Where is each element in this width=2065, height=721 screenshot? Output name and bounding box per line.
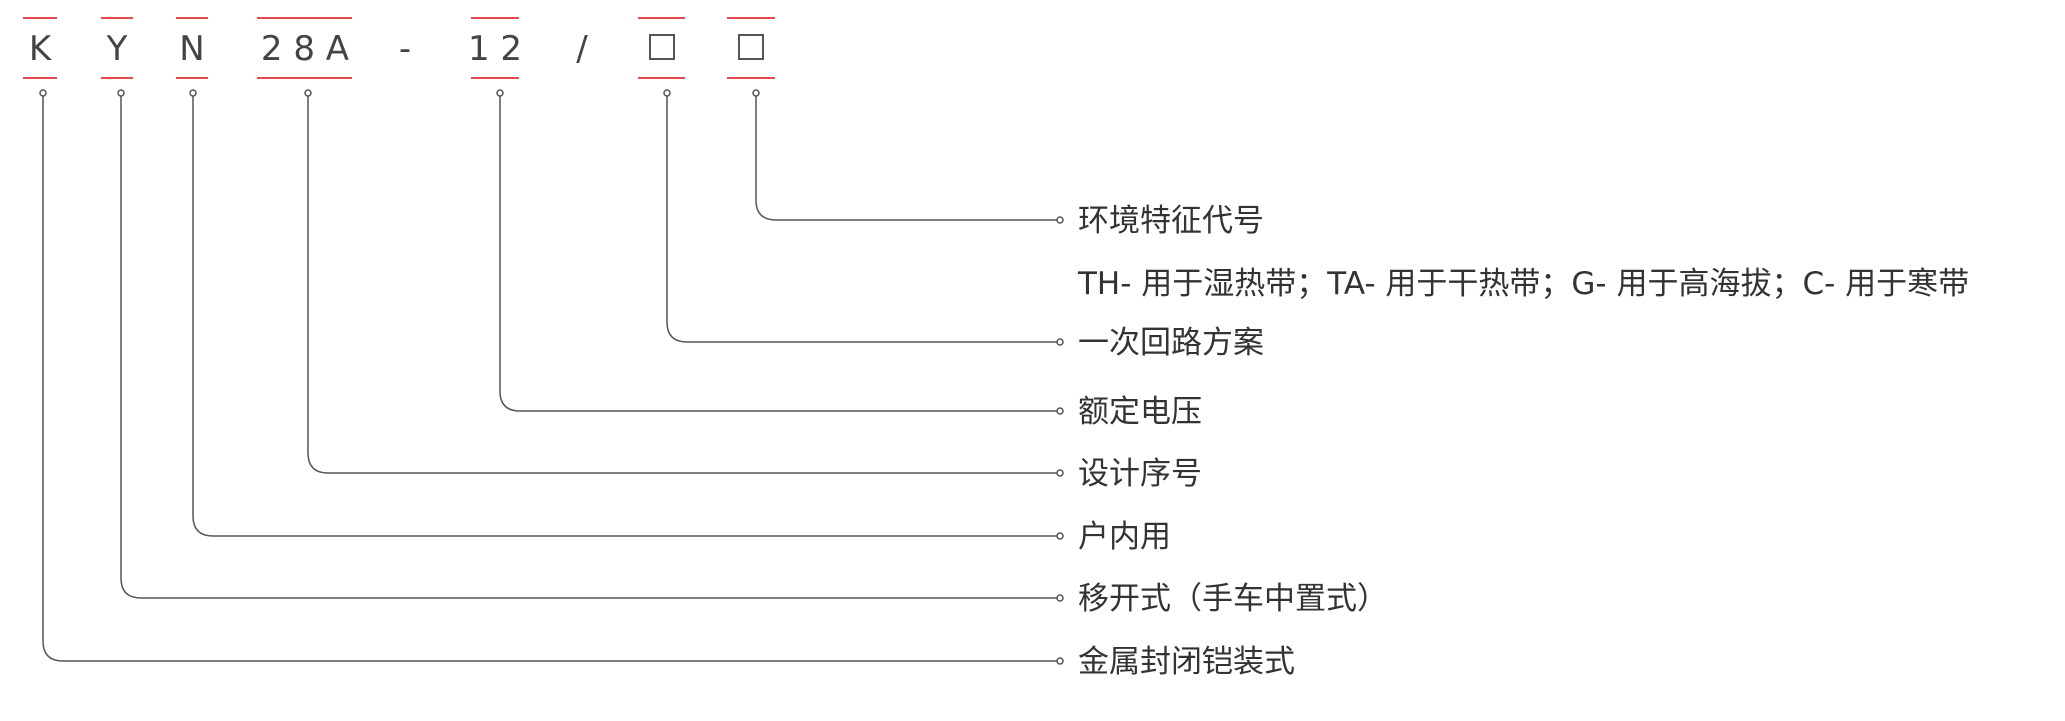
label-env: 环境特征代号 [1078,203,1264,239]
leader-start-dot [663,89,671,97]
label-k: 金属封闭铠装式 [1078,644,1295,680]
code-segment-slash: / [576,29,588,69]
leader-line [499,96,1057,412]
leader-start-dot [752,89,760,97]
leader-end-dot [1056,532,1064,540]
code-char-slash: / [576,29,588,69]
label-voltage: 额定电压 [1078,394,1202,430]
leader-line [42,96,1057,662]
leader-n [189,89,1064,540]
leader-y [117,89,1064,602]
leader-end-dot [1056,657,1064,665]
label-y: 移开式（手车中置式） [1078,581,1388,617]
code-segment-k: K [23,17,57,79]
leader-end-dot [1056,216,1064,224]
label-n: 户内用 [1078,519,1171,555]
placeholder-box-icon [738,34,764,60]
code-segment-dash: - [399,29,411,69]
label-env-detail: TH- 用于湿热带；TA- 用于干热带；G- 用于高海拔；C- 用于寒带 [1077,266,1969,302]
code-char-design: 2 8 A [261,29,349,69]
leader-start-dot [117,89,125,97]
leader-line [307,96,1057,474]
label-design: 设计序号 [1078,456,1202,492]
leader-end-dot [1056,338,1064,346]
leader-line [755,96,1057,221]
leader-line [666,96,1057,343]
leader-end-dot [1056,469,1064,477]
code-segment-y: Y [101,17,133,79]
code-segment-scheme: □ [638,17,685,79]
leader-end-dot [1056,594,1064,602]
code-char-dash: - [399,29,411,69]
leader-start-dot [39,89,47,97]
leader-line [120,96,1057,599]
leader-voltage [496,89,1064,415]
leader-k [39,89,1064,665]
leader-start-dot [304,89,312,97]
code-segment-n: N [176,17,208,79]
leader-start-dot [496,89,504,97]
leader-env [752,89,1064,224]
label-scheme: 一次回路方案 [1078,325,1264,361]
code-segment-voltage: 1 2 [468,17,522,79]
code-char-env: □ [735,29,767,69]
code-char-voltage: 1 2 [468,29,522,69]
leader-line [192,96,1057,537]
leader-scheme [663,89,1064,346]
code-char-scheme: □ [646,29,678,69]
leader-design [304,89,1064,477]
code-char-n: N [179,29,204,69]
leader-start-dot [189,89,197,97]
placeholder-box-icon [649,34,675,60]
code-segment-design: 2 8 A [257,17,352,79]
leader-end-dot [1056,407,1064,415]
code-char-k: K [29,29,53,69]
code-char-y: Y [106,29,128,69]
code-segment-env: □ [727,17,775,79]
